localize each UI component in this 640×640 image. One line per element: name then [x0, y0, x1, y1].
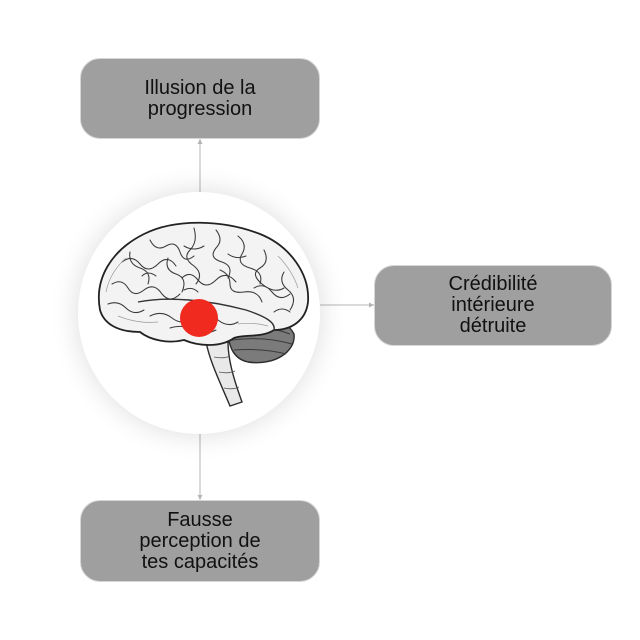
connector-bottom-arrowhead [197, 495, 203, 500]
node-credibilite-detruite: Crédibilité intérieure détruite [374, 265, 612, 346]
brain-stem [205, 341, 243, 407]
brain-illustration [98, 221, 309, 407]
highlight-marker [180, 299, 218, 337]
connector-right-arrowhead [369, 302, 374, 308]
node-illusion-progression: Illusion de la progression [80, 58, 320, 139]
node-fausse-perception: Fausse perception de tes capacités [80, 500, 320, 582]
connector-top-arrowhead [197, 139, 203, 144]
